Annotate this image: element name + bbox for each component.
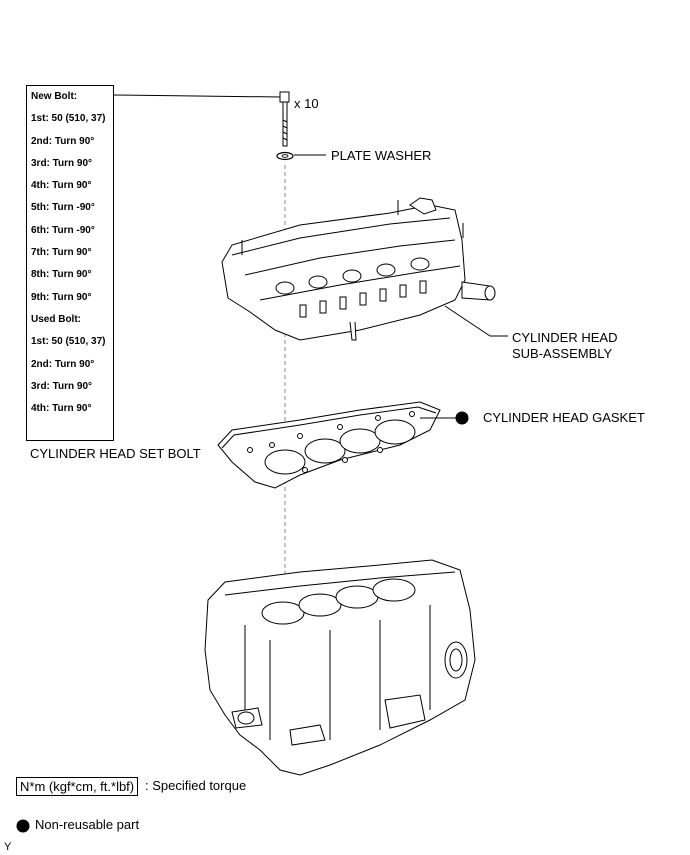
torque-line-new-4th: 4th: Turn 90° <box>31 180 92 192</box>
legend-non-reusable-icon <box>16 819 30 833</box>
torque-line-new-3rd: 3rd: Turn 90° <box>31 157 93 169</box>
bolt-icon <box>279 91 290 147</box>
torque-line-new-1st: 1st: 50 (510, 37) <box>31 113 106 125</box>
torque-line-new-bolt-heading: New Bolt: <box>31 91 78 102</box>
legend-non-reusable-label: Non-reusable part <box>35 817 140 832</box>
plate-washer-icon <box>276 151 294 161</box>
plate-washer-label: PLATE WASHER <box>331 148 432 163</box>
bolt-quantity-label: x 10 <box>294 96 319 111</box>
bolt-leader-line <box>113 94 281 98</box>
torque-line-new-2nd: 2nd: Turn 90° <box>31 135 95 147</box>
cylinder-head-icon <box>221 197 496 341</box>
torque-line-new-5th: 5th: Turn -90° <box>31 202 95 214</box>
gasket-non-reusable-icon <box>455 411 469 425</box>
cylinder-head-label-line1: CYLINDER HEAD <box>512 330 618 345</box>
torque-spec-box: New Bolt: 1st: 50 (510, 37) 2nd: Turn 90… <box>26 85 114 441</box>
torque-line-used-4th: 4th: Turn 90° <box>31 403 92 415</box>
cylinder-head-gasket-icon <box>217 401 441 489</box>
corner-mark: Y <box>4 841 12 853</box>
cylinder-head-gasket-label: CYLINDER HEAD GASKET <box>483 410 645 425</box>
cylinder-block-icon <box>204 559 476 776</box>
torque-line-used-1st: 1st: 50 (510, 37) <box>31 336 106 348</box>
torque-line-new-9th: 9th: Turn 90° <box>31 291 92 303</box>
torque-line-new-8th: 8th: Turn 90° <box>31 269 92 281</box>
torque-line-used-bolt-heading: Used Bolt: <box>31 313 81 325</box>
cylinder-head-set-bolt-label: CYLINDER HEAD SET BOLT <box>30 446 201 461</box>
head-leader-line <box>444 305 491 337</box>
torque-line-used-2nd: 2nd: Turn 90° <box>31 358 95 370</box>
torque-line-new-7th: 7th: Turn 90° <box>31 247 92 259</box>
legend-torque-description: : Specified torque <box>145 778 247 793</box>
torque-line-used-3rd: 3rd: Turn 90° <box>31 380 93 392</box>
torque-line-new-6th: 6th: Turn -90° <box>31 224 95 236</box>
legend-torque-box: N*m (kgf*cm, ft.*lbf) <box>16 777 139 796</box>
cylinder-head-label-line2: SUB-ASSEMBLY <box>512 346 613 361</box>
